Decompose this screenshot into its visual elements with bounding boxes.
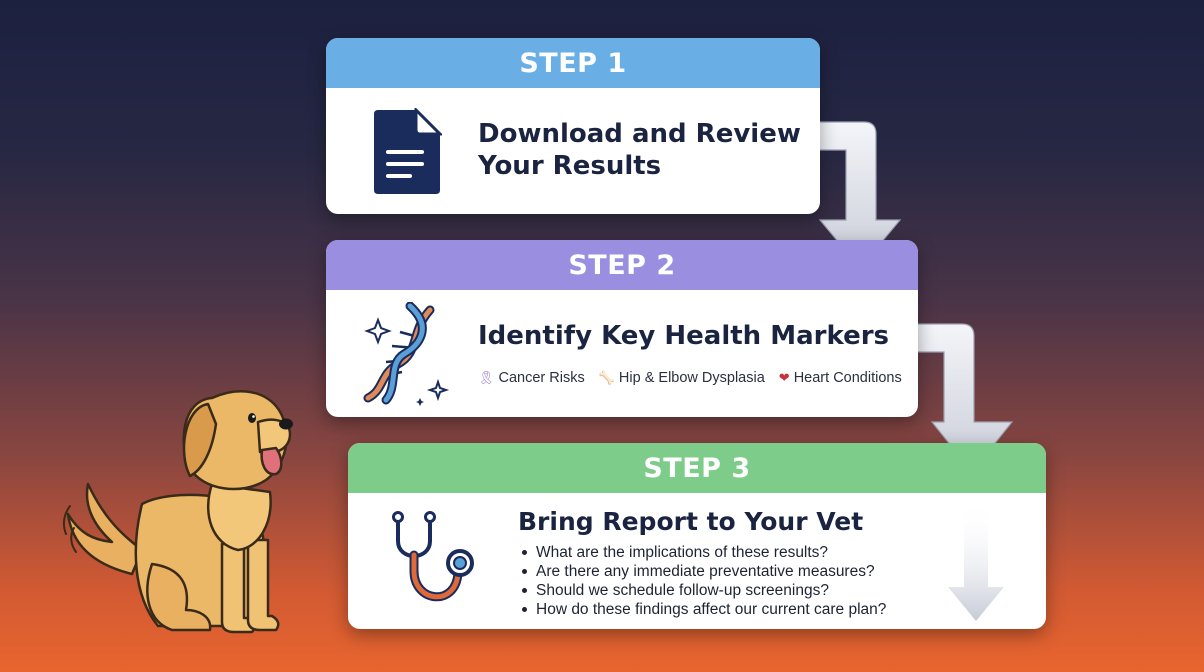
step-1-title-line2: Your Results (478, 151, 662, 181)
marker-hip-elbow: 🦴 Hip & Elbow Dysplasia (599, 370, 765, 386)
step-3-title: Bring Report to Your Vet (518, 507, 864, 536)
arrow-step2-to-step3 (911, 323, 1014, 473)
step-1-title: Download and Review Your Results (478, 118, 801, 182)
bone-icon: 🦴 (598, 370, 615, 385)
step-2-header: STEP 2 (326, 240, 918, 290)
step-3-card: STEP 3 Bring Report to Your Vet What are… (348, 443, 1046, 629)
list-item: How do these findings affect our current… (518, 600, 886, 619)
step-1-label: STEP 1 (519, 47, 627, 79)
dna-icon (363, 302, 450, 406)
health-markers: 🎗 Cancer Risks 🦴 Hip & Elbow Dysplasia ❤… (478, 370, 902, 386)
document-icon (374, 108, 442, 194)
list-item: Are there any immediate preventative mea… (518, 562, 886, 581)
marker-heart-conditions: ❤ Heart Conditions (779, 370, 902, 386)
step-1-header: STEP 1 (326, 38, 820, 88)
marker-label: Hip & Elbow Dysplasia (618, 370, 765, 386)
step-3-header: STEP 3 (348, 443, 1046, 493)
step-1-title-line1: Download and Review (478, 119, 801, 149)
step-2-card: STEP 2 Identify Ke (326, 240, 918, 417)
faded-down-arrow-icon (948, 501, 1004, 621)
step-1-card: STEP 1 Download and Review Your Results (326, 38, 820, 214)
stethoscope-icon (392, 511, 474, 602)
ribbon-icon: 🎗 (478, 370, 495, 385)
step-2-title: Identify Key Health Markers (478, 321, 890, 351)
list-item: What are the implications of these resul… (518, 543, 886, 562)
list-item: Should we schedule follow-up screenings? (518, 581, 886, 600)
heart-icon: ❤ (778, 370, 790, 385)
marker-label: Cancer Risks (498, 370, 585, 386)
vet-questions-list: What are the implications of these resul… (518, 543, 886, 619)
step-3-label: STEP 3 (643, 452, 751, 484)
marker-cancer-risks: 🎗 Cancer Risks (478, 370, 585, 386)
arrow-step1-to-step2 (814, 121, 902, 269)
marker-label: Heart Conditions (793, 370, 902, 386)
step-2-label: STEP 2 (568, 249, 676, 281)
golden-retriever-illustration (62, 390, 293, 634)
